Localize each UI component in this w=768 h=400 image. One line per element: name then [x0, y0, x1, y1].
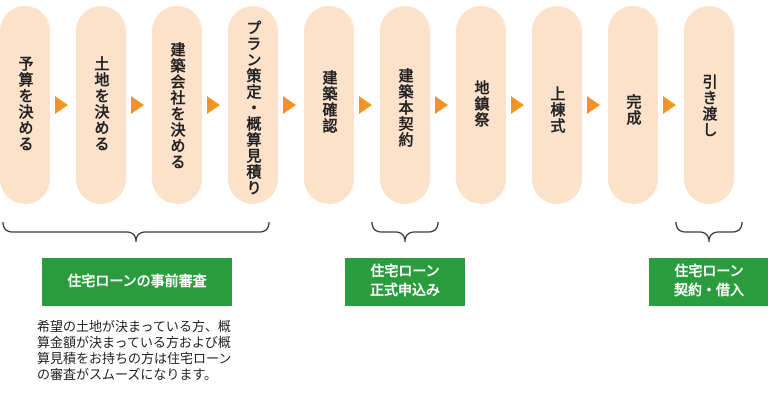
loan-contract-label: 住宅ローン 契約・借入: [649, 258, 768, 306]
step-label: 土地を決める: [92, 56, 111, 152]
step-budget: 予算を決める: [0, 6, 50, 204]
brace-formal-application: [371, 221, 439, 243]
step-framework-ceremony: 上棟式: [532, 6, 582, 204]
step-label: 地鎮祭: [472, 80, 491, 128]
arrow-right-icon: [207, 96, 220, 114]
step-label: 建築会社を決める: [168, 42, 187, 170]
note-line: 算見積をお持ちの方は住宅ローン: [37, 352, 232, 367]
step-land: 土地を決める: [76, 6, 126, 204]
step-label: 予算を決める: [16, 56, 35, 152]
brace-contract: [675, 221, 743, 243]
arrow-right-icon: [587, 96, 600, 114]
loan-formal-application-label: 住宅ローン 正式申込み: [345, 258, 465, 306]
loan-formal-application-line1: 住宅ローン: [370, 264, 440, 281]
loan-contract-line1: 住宅ローン: [674, 264, 744, 281]
step-plan-estimate: プラン策定・概算見積り: [228, 6, 278, 204]
loan-formal-application-line2: 正式申込み: [370, 283, 440, 299]
step-label: プラン策定・概算見積り: [244, 20, 263, 196]
pre-review-note: 希望の土地が決まっている方、概 算金額が決まっている方および概 算見積をお持ちの…: [37, 320, 277, 384]
step-main-contract: 建築本契約: [380, 6, 430, 204]
loan-pre-review-label: 住宅ローンの事前審査: [42, 258, 232, 306]
arrow-right-icon: [283, 96, 296, 114]
step-completion: 完成: [608, 6, 658, 204]
arrow-right-icon: [435, 96, 448, 114]
arrow-right-icon: [359, 96, 372, 114]
brace-pre-review: [2, 221, 270, 243]
step-label: 引き渡し: [700, 74, 719, 138]
arrow-right-icon: [663, 96, 676, 114]
arrow-right-icon: [511, 96, 524, 114]
note-line: 算金額が決まっている方および概: [37, 336, 231, 351]
step-label: 完成: [624, 94, 643, 126]
note-line: 希望の土地が決まっている方、概: [37, 320, 231, 335]
step-builder: 建築会社を決める: [152, 6, 202, 204]
arrow-right-icon: [55, 96, 68, 114]
arrow-right-icon: [131, 96, 144, 114]
loan-pre-review-text: 住宅ローンの事前審査: [67, 273, 207, 290]
loan-contract-line2: 契約・借入: [674, 283, 744, 299]
step-groundbreaking: 地鎮祭: [456, 6, 506, 204]
step-building-confirmation: 建築確認: [304, 6, 354, 204]
step-label: 上棟式: [548, 86, 567, 134]
step-label: 建築本契約: [396, 68, 415, 148]
step-handover: 引き渡し: [684, 6, 734, 204]
note-line: の審査がスムーズになります。: [37, 368, 218, 383]
step-label: 建築確認: [320, 70, 339, 134]
